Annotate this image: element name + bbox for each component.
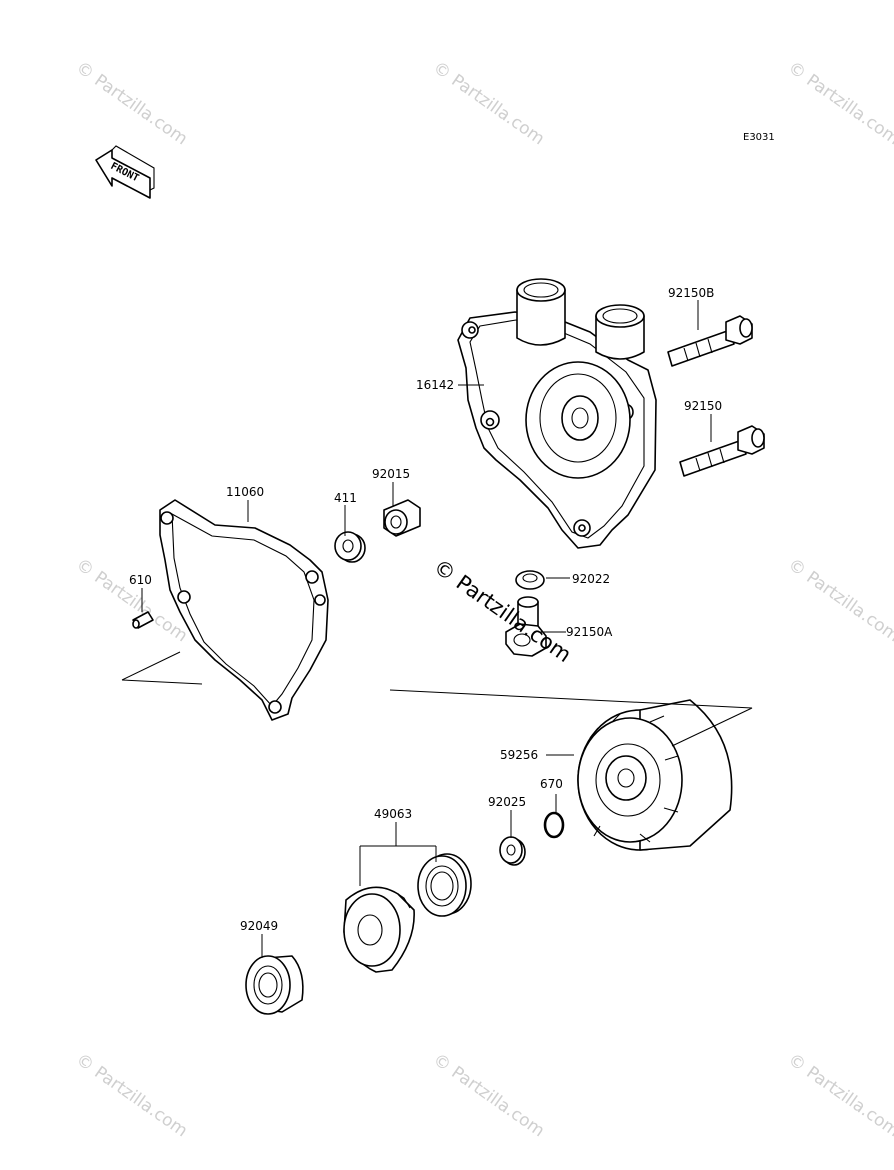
watermark: © Partzilla.com: [784, 555, 894, 647]
leader-lines: [121, 300, 753, 958]
o-ring-670: [543, 811, 565, 839]
bolt-92150: [679, 425, 765, 477]
watermark: © Partzilla.com: [429, 1050, 548, 1142]
center-watermark: © Partzilla.com: [429, 554, 576, 667]
part-label-49063: 49063: [374, 807, 412, 821]
part-label-411: 411: [334, 491, 357, 505]
dowel-pin-610: [132, 611, 154, 629]
part-label-670: 670: [540, 777, 563, 791]
part-label-92015: 92015: [372, 467, 410, 481]
mechanical-seal-49063: [343, 853, 472, 973]
part-label-92025: 92025: [488, 795, 526, 809]
watermark: © Partzilla.com: [429, 58, 548, 150]
watermark: © Partzilla.com: [784, 1050, 894, 1142]
part-label-11060: 11060: [226, 485, 264, 499]
part-label-92150a: 92150A: [566, 625, 613, 639]
part-label-92022: 92022: [572, 572, 610, 586]
diagram-code: E3031: [743, 132, 775, 143]
bolt-92150a: [505, 596, 547, 657]
part-labels: 16142 92150B 92150 11060 411 92015 610 9…: [129, 286, 722, 933]
oil-seal-92049: [245, 955, 304, 1015]
washer-411: [334, 531, 366, 563]
watermark: © Partzilla.com: [72, 58, 191, 150]
pump-cover-16142: [457, 278, 657, 549]
part-label-610: 610: [129, 573, 152, 587]
bolt-92150b: [667, 315, 753, 367]
washer-92025: [499, 836, 526, 866]
watermark: © Partzilla.com: [72, 1050, 191, 1142]
impeller-59256: [577, 699, 733, 851]
part-label-92049: 92049: [240, 919, 278, 933]
front-arrow-icon: FRONT: [95, 145, 155, 199]
collar-92015: [383, 499, 421, 537]
washer-92022: [515, 570, 545, 590]
part-label-16142: 16142: [416, 378, 454, 392]
watermark: © Partzilla.com: [784, 58, 894, 150]
gasket-11060: [159, 499, 329, 721]
part-label-59256: 59256: [500, 748, 538, 762]
part-label-92150: 92150: [684, 399, 722, 413]
part-label-92150b: 92150B: [668, 286, 714, 300]
